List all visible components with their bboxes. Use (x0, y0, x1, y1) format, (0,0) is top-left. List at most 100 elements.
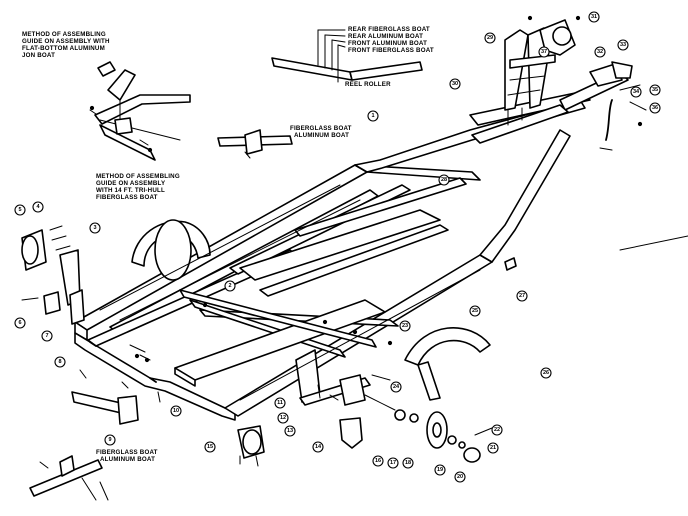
callout-7: 7 (41, 330, 53, 342)
svg-text:26: 26 (543, 370, 549, 376)
svg-text:11: 11 (277, 400, 283, 406)
svg-text:REAR ALUMINUM BOAT: REAR ALUMINUM BOAT (348, 33, 423, 40)
callout-26: 26 (540, 367, 552, 379)
svg-text:15: 15 (207, 444, 213, 450)
label-trihull-guide: METHOD OF ASSEMBLING GUIDE ON ASSEMBLY W… (96, 173, 180, 201)
svg-text:2: 2 (228, 283, 231, 289)
svg-text:31: 31 (591, 14, 597, 20)
label-reel-roller: REEL ROLLER (345, 81, 391, 88)
callout-14: 14 (312, 441, 324, 453)
rear-guide-post (71, 369, 161, 425)
callout-13: 13 (284, 425, 296, 437)
left-taillight-assembly (21, 225, 85, 325)
svg-text:13: 13 (287, 428, 293, 434)
callout-32: 32 (594, 46, 606, 58)
callout-9: 9 (104, 434, 116, 446)
callout-17: 17 (387, 457, 399, 469)
label-fiberglass-top: FIBERGLASS BOAT ALUMINUM BOAT (290, 125, 352, 139)
callout-20: 20 (454, 471, 466, 483)
svg-text:30: 30 (452, 81, 458, 87)
svg-text:9: 9 (108, 437, 111, 443)
callout-37: 37 (538, 46, 550, 58)
svg-text:WITH 14 FT. TRI-HULL: WITH 14 FT. TRI-HULL (96, 187, 165, 194)
svg-text:1: 1 (371, 113, 374, 119)
svg-text:27: 27 (519, 293, 525, 299)
callout-2: 2 (224, 280, 236, 292)
callout-10: 10 (170, 405, 182, 417)
label-fiberglass-bottom: FIBERGLASS BOAT ALUMINUM BOAT (96, 449, 158, 463)
svg-text:GUIDE ON ASSEMBLY: GUIDE ON ASSEMBLY (96, 180, 166, 187)
svg-text:7: 7 (45, 333, 48, 339)
reference-line (619, 235, 688, 251)
fiberglass-guide-detail (217, 129, 293, 159)
svg-text:16: 16 (375, 458, 381, 464)
svg-text:FLAT-BOTTOM ALUMINUM: FLAT-BOTTOM ALUMINUM (22, 45, 105, 52)
svg-text:4: 4 (36, 204, 40, 210)
callout-24: 24 (390, 381, 402, 393)
hardware-bolts (89, 15, 643, 363)
callout-34: 34 (630, 86, 642, 98)
svg-text:34: 34 (633, 89, 640, 95)
svg-text:JON BOAT: JON BOAT (22, 52, 55, 59)
svg-text:12: 12 (280, 415, 286, 421)
svg-text:37: 37 (541, 49, 547, 55)
bunk-detail-inset (29, 455, 109, 501)
svg-text:33: 33 (620, 42, 626, 48)
callout-11: 11 (274, 397, 286, 409)
svg-text:FIBERGLASS BOAT: FIBERGLASS BOAT (96, 449, 158, 456)
svg-text:ALUMINUM BOAT: ALUMINUM BOAT (294, 132, 349, 139)
svg-text:21: 21 (490, 445, 496, 451)
callout-31: 31 (588, 11, 600, 23)
callout-27: 27 (516, 290, 528, 302)
svg-text:14: 14 (315, 444, 322, 450)
svg-text:22: 22 (494, 427, 500, 433)
svg-text:REAR FIBERGLASS BOAT: REAR FIBERGLASS BOAT (348, 26, 430, 33)
svg-text:FIBERGLASS BOAT: FIBERGLASS BOAT (96, 194, 158, 201)
svg-text:35: 35 (652, 87, 658, 93)
callout-23: 23 (399, 320, 411, 332)
callout-36: 36 (649, 102, 661, 114)
trailer-frame (74, 61, 633, 421)
label-roller-positions: REAR FIBERGLASS BOAT REAR ALUMINUM BOAT … (348, 26, 434, 54)
safety-chain (599, 84, 647, 151)
svg-text:20: 20 (457, 474, 463, 480)
svg-text:GUIDE ON ASSEMBLY WITH: GUIDE ON ASSEMBLY WITH (22, 38, 110, 45)
right-taillight (237, 425, 265, 467)
svg-text:28: 28 (441, 177, 447, 183)
label-jon-boat-guide: METHOD OF ASSEMBLING GUIDE ON ASSEMBLY W… (22, 31, 110, 59)
callout-15: 15 (204, 441, 216, 453)
svg-text:5: 5 (18, 207, 21, 213)
roller-bar (271, 29, 423, 83)
callout-3: 3 (89, 222, 101, 234)
spring-hanger (299, 374, 391, 449)
callout-29: 29 (484, 32, 496, 44)
svg-text:25: 25 (472, 308, 478, 314)
svg-text:23: 23 (402, 323, 408, 329)
wheel-fender-assembly (364, 327, 493, 463)
svg-text:FIBERGLASS BOAT: FIBERGLASS BOAT (290, 125, 352, 132)
callout-35: 35 (649, 84, 661, 96)
svg-text:6: 6 (18, 320, 21, 326)
svg-text:18: 18 (405, 460, 411, 466)
svg-text:8: 8 (58, 359, 61, 365)
callout-19: 19 (434, 464, 446, 476)
callout-6: 6 (14, 317, 26, 329)
callout-8: 8 (54, 356, 66, 368)
callout-12: 12 (277, 412, 289, 424)
svg-text:ALUMINUM BOAT: ALUMINUM BOAT (100, 456, 155, 463)
callout-21: 21 (487, 442, 499, 454)
svg-text:29: 29 (487, 35, 493, 41)
callout-25: 25 (469, 305, 481, 317)
roller-clip (504, 257, 517, 271)
svg-text:19: 19 (437, 467, 443, 473)
svg-text:24: 24 (393, 384, 400, 390)
svg-text:36: 36 (652, 105, 658, 111)
svg-text:3: 3 (93, 225, 96, 231)
svg-text:METHOD OF ASSEMBLING: METHOD OF ASSEMBLING (22, 31, 106, 38)
callout-33: 33 (617, 39, 629, 51)
svg-text:10: 10 (173, 408, 179, 414)
svg-text:METHOD OF ASSEMBLING: METHOD OF ASSEMBLING (96, 173, 180, 180)
callout-28: 28 (438, 174, 450, 186)
callout-1: 1 (367, 110, 379, 122)
